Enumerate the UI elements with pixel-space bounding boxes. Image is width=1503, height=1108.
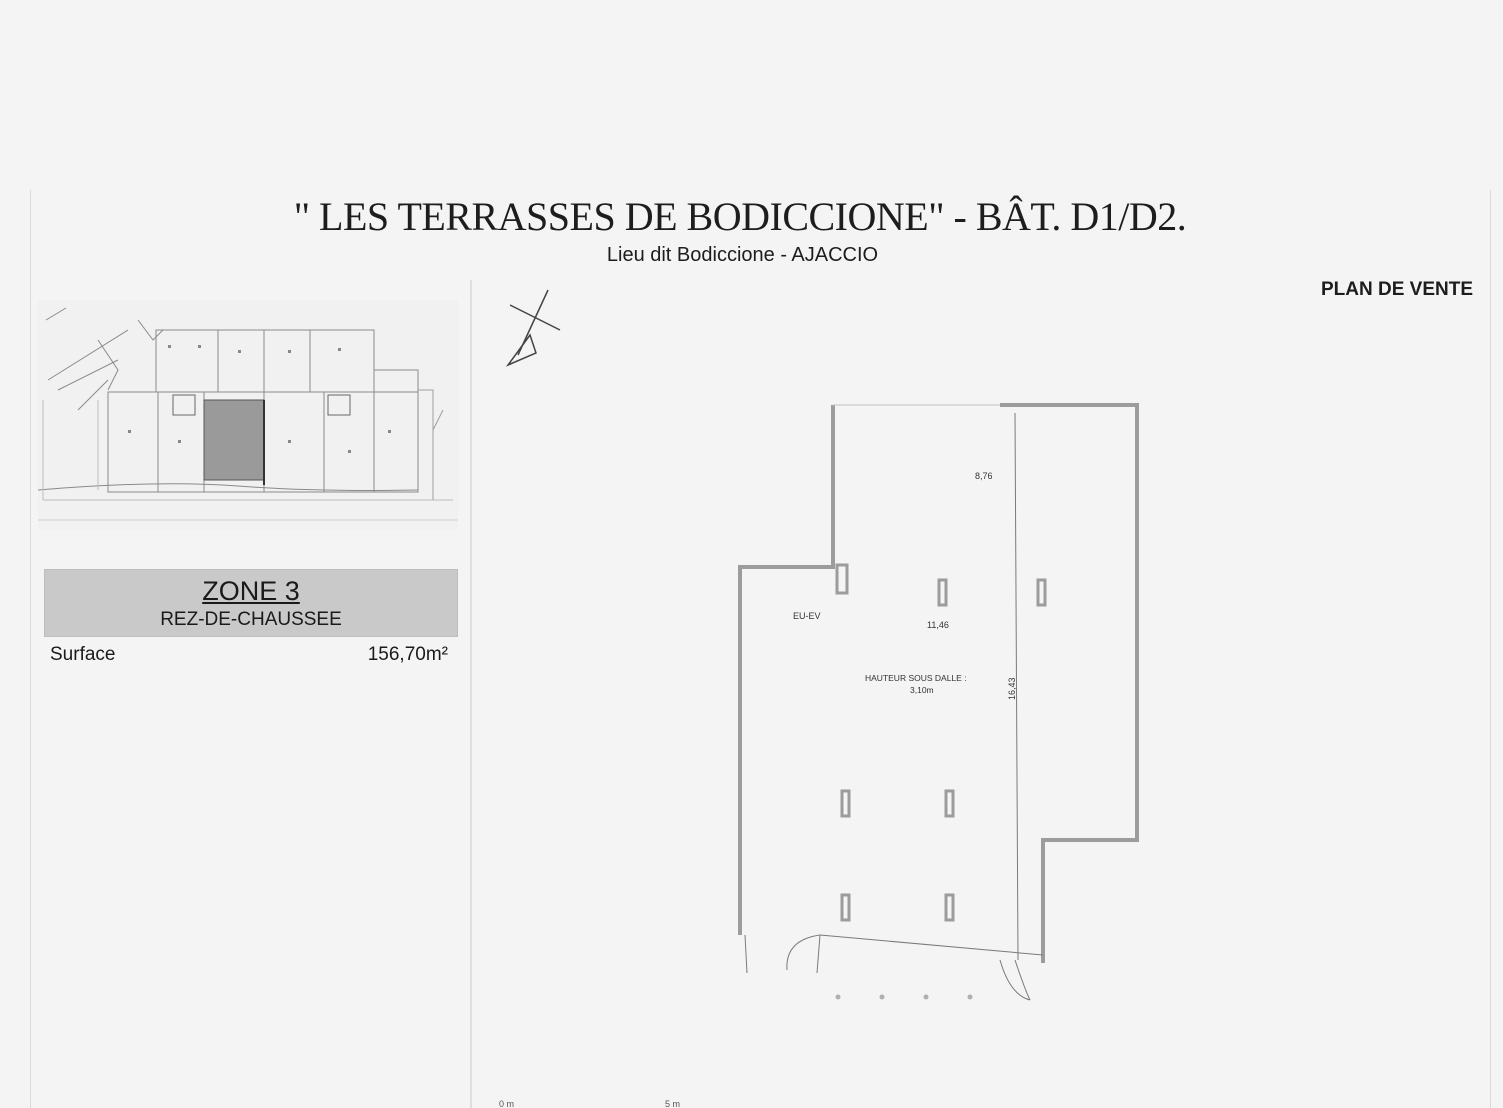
document-subtitle: Lieu dit Bodiccione - AJACCIO (606, 244, 879, 266)
scale-bar: 0 m 5 m (499, 1099, 680, 1108)
zone-banner: ZONE 3 REZ-DE-CHAUSSEE (44, 569, 458, 637)
document-title: " LES TERRASSES DE BODICCIONE" - BÂT. D1… (293, 194, 1187, 239)
plan-type-label: PLAN DE VENTE (1320, 279, 1473, 300)
key-plan (38, 300, 458, 530)
page-border-left (30, 190, 31, 1108)
dimension-middle: 11,46 (927, 620, 949, 630)
floor-plan: 8,76 11,46 EU-EV HAUTEUR SOUS DALLE : 3,… (738, 403, 1139, 1001)
zone-level: REZ-DE-CHAUSSEE (160, 609, 342, 630)
surface-value: 156,70m² (367, 644, 448, 665)
ceiling-height-label: HAUTEUR SOUS DALLE : (865, 673, 967, 683)
dimension-vertical: 16,43 (1007, 677, 1017, 700)
north-arrow-icon (505, 289, 561, 367)
ceiling-height-value: 3,10m (910, 685, 934, 695)
surface-row: Surface 156,70m² (50, 644, 448, 666)
scale-end: 5 m (665, 1099, 680, 1108)
scale-start: 0 m (499, 1099, 514, 1108)
page-border-right (1490, 190, 1491, 1108)
surface-label: Surface (50, 644, 116, 665)
floor-plan-walls (738, 405, 835, 935)
column-divider (470, 280, 472, 1108)
dimension-top: 8,76 (975, 471, 993, 481)
drain-label: EU-EV (793, 611, 821, 621)
zone-title: ZONE 3 (202, 576, 300, 606)
